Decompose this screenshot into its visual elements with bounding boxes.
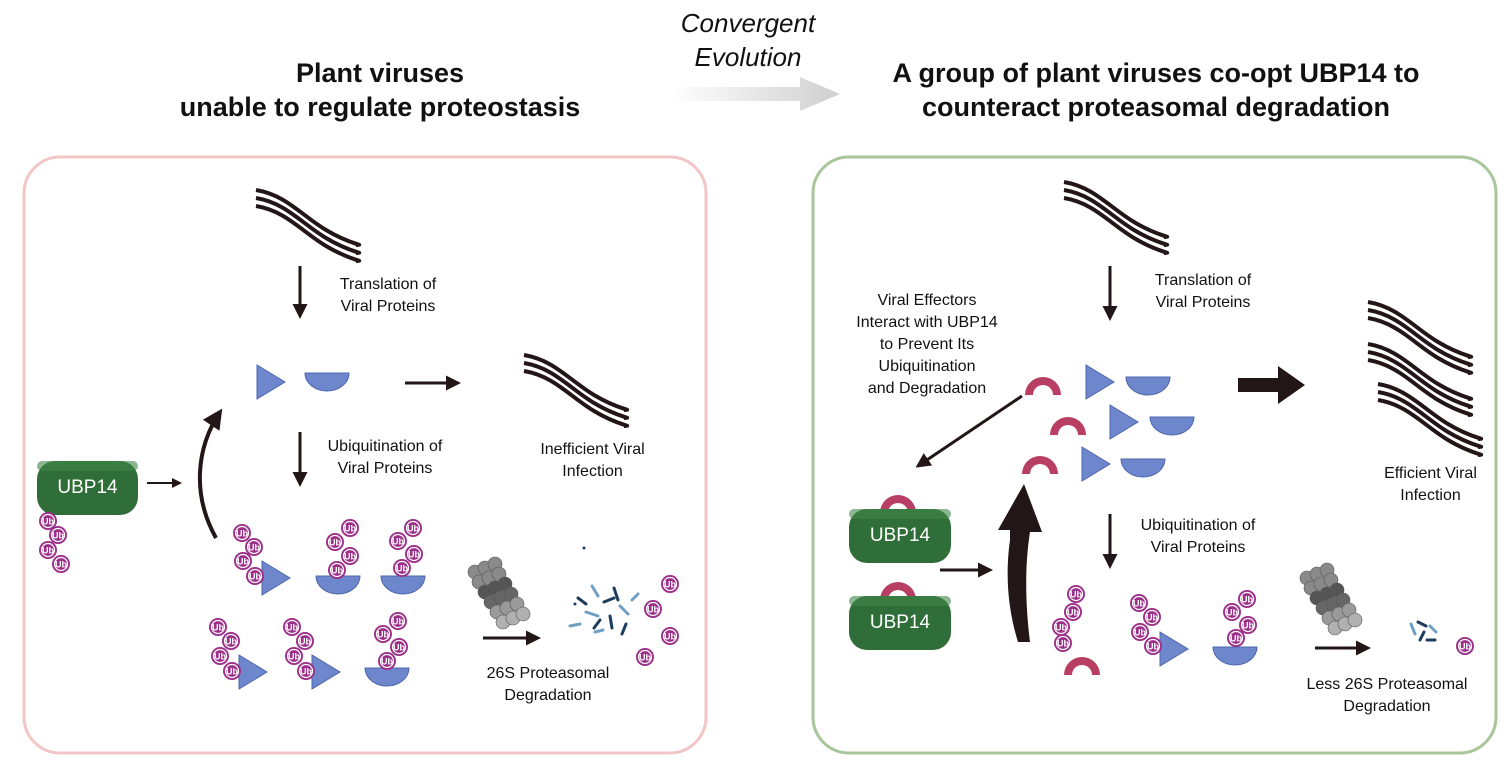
left-ubiquitination-line2: Viral Proteins: [337, 460, 433, 477]
left-ubiquitination-line1: Ubiquitination of: [327, 438, 443, 455]
left-proteasome-icon: [467, 556, 531, 630]
right-outcome-line1: Efficient Viral: [1384, 465, 1477, 482]
right-translation-label: Translation of Viral Proteins: [1128, 270, 1278, 314]
right-viral-protein-cluster: [1022, 364, 1195, 482]
left-title-line2: unable to regulate proteostasis: [179, 92, 581, 122]
left-degradation-label: 26S Proteasomal Degradation: [472, 663, 624, 707]
left-free-ub: [635, 574, 680, 667]
right-degradation-line1: Less 26S Proteasomal: [1306, 676, 1468, 693]
right-translation-line2: Viral Proteins: [1155, 294, 1251, 311]
left-outcome-line1: Inefficient Viral: [540, 441, 645, 458]
right-panel-border: [811, 155, 1498, 755]
right-effectors-line1: Viral Effectors: [877, 292, 977, 309]
left-ubiquitinated-protein-2: [315, 518, 361, 595]
left-ubiquitination-label: Ubiquitination of Viral Proteins: [305, 436, 465, 480]
right-title-line2: counteract proteasomal degradation: [921, 92, 1391, 122]
right-ubiquitinated-protein-bowl: [1212, 589, 1258, 666]
left-viral-protein-bowl-icon: [304, 372, 350, 392]
left-recycle-arrow: [198, 408, 223, 539]
left-translation-label: Translation of Viral Proteins: [313, 274, 463, 318]
right-degradation-label: Less 26S Proteasomal Degradation: [1287, 674, 1487, 718]
right-viral-rna-icon: [1062, 180, 1170, 255]
right-ubiquitination-label: Ubiquitination of Viral Proteins: [1118, 515, 1278, 559]
right-recycle-arrow: [998, 484, 1042, 642]
right-outcome-label: Efficient Viral Infection: [1358, 463, 1503, 507]
right-effectors-line3: to Prevent Its: [879, 336, 975, 353]
right-infection-arrow: [1238, 366, 1305, 404]
right-ubiquitination-line1: Ubiquitination of: [1140, 517, 1256, 534]
right-effectors-line5: and Degradation: [867, 380, 987, 397]
left-panel-title: Plant viruses unable to regulate proteos…: [130, 56, 630, 124]
right-ubiquitinated-effector: [1051, 584, 1100, 675]
left-ubiquitinated-protein-5: [282, 617, 341, 690]
left-degradation-line1: 26S Proteasomal: [486, 665, 610, 682]
right-outcome-line2: Infection: [1400, 487, 1461, 504]
left-viral-protein-triangle-icon: [256, 364, 286, 400]
right-ubiquitination-line2: Viral Proteins: [1150, 539, 1246, 556]
right-peptide-fragments: [1409, 620, 1438, 642]
convergent-line1: Convergent: [680, 8, 816, 38]
right-effectors-label: Viral Effectors Interact with UBP14 to P…: [832, 290, 1022, 400]
left-ubiquitinated-protein-1: [232, 523, 291, 596]
right-free-ub: [1455, 636, 1475, 656]
right-panel-title: A group of plant viruses co-opt UBP14 to…: [846, 56, 1466, 124]
right-title-line1: A group of plant viruses co-opt UBP14 to: [892, 58, 1420, 88]
left-outcome-line2: Infection: [562, 463, 623, 480]
left-title-line1: Plant viruses: [295, 58, 465, 88]
right-translation-line1: Translation of: [1154, 272, 1252, 289]
right-ubp14-protein-bottom: [849, 596, 951, 650]
left-ubiquitinated-protein-4: [208, 617, 268, 690]
right-ubiquitinated-protein-triangle: [1129, 593, 1189, 667]
left-peptide-fragments: [568, 546, 640, 636]
right-ubp14-label-bottom: UBP14: [869, 612, 931, 633]
left-ubiquitinated-protein-3: [380, 518, 426, 595]
left-translation-line2: Viral Proteins: [340, 298, 436, 315]
convergent-evolution-arrow: [670, 77, 840, 111]
right-outcome-rna-cluster: [1366, 300, 1484, 457]
right-effectors-line4: Ubiquitination: [878, 358, 976, 375]
left-ubp14-protein: [37, 461, 138, 515]
left-outcome-label: Inefficient Viral Infection: [520, 439, 665, 483]
convergent-evolution-label: Convergent Evolution: [648, 6, 848, 74]
right-effectors-line2: Interact with UBP14: [856, 314, 998, 331]
left-ubiquitinated-protein-6: [364, 611, 410, 687]
right-proteasome-icon: [1299, 562, 1363, 636]
left-panel-border: [22, 155, 708, 755]
left-outcome-rna-icon: [522, 353, 630, 428]
left-translation-line1: Translation of: [339, 276, 437, 293]
left-ubp14-ub-chain: [38, 511, 71, 574]
right-ubp14-label-top: UBP14: [869, 525, 931, 546]
right-effector-to-ubp14-arrow: [915, 394, 1023, 468]
right-degradation-line2: Degradation: [1343, 698, 1431, 715]
left-degradation-line2: Degradation: [504, 687, 592, 704]
left-ubp14-label: UBP14: [57, 477, 118, 498]
convergent-line2: Evolution: [694, 42, 802, 72]
right-ubp14-protein-top: [849, 509, 951, 563]
left-viral-rna-icon: [254, 188, 362, 263]
